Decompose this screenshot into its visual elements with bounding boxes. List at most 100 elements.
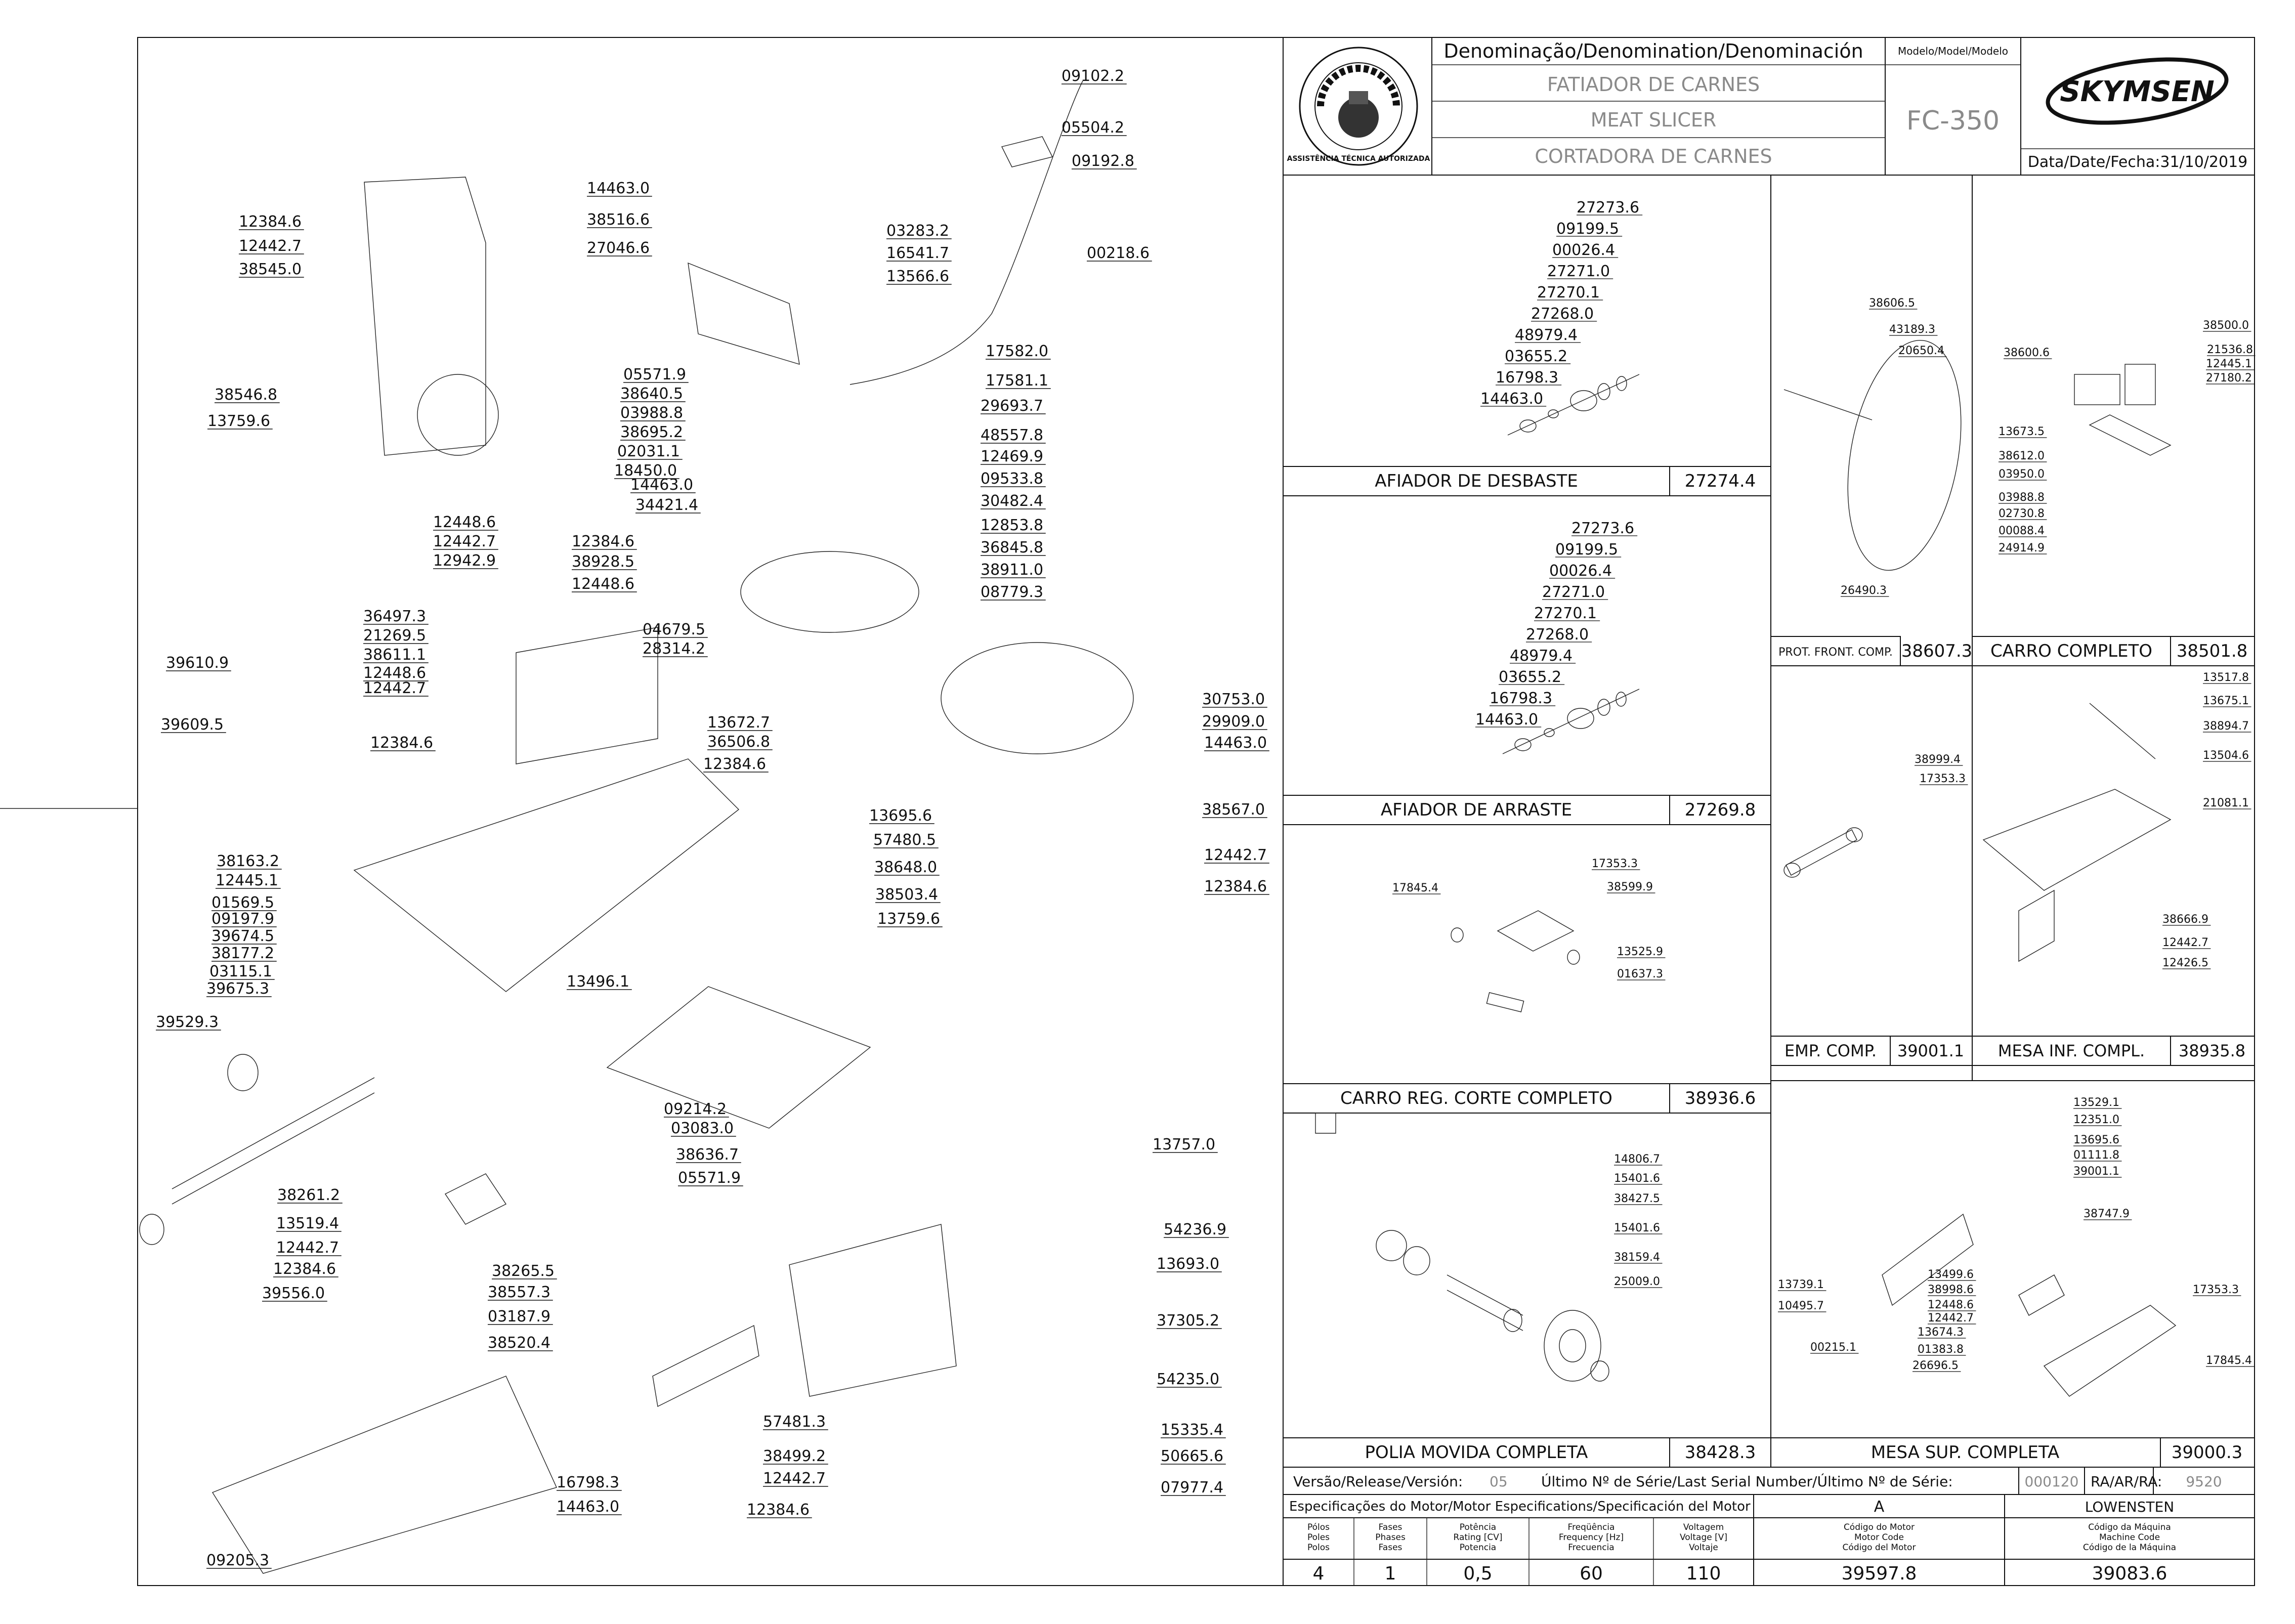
callout-38648.0: 38648.0: [874, 859, 940, 876]
callout-12384.6: 12384.6: [239, 213, 304, 231]
assembly-title-polia: POLIA MOVIDA COMPLETA: [1365, 1442, 1588, 1463]
part-polia-25009.0: 25009.0: [1614, 1275, 1663, 1288]
motor-column-value: 110: [1686, 1563, 1721, 1584]
callout-label: 05571.9: [678, 1169, 741, 1187]
cut-carriage-drawing: [1451, 910, 1580, 1012]
callout-03115.1: 03115.1: [209, 963, 275, 980]
part-label: 13529.1: [2073, 1096, 2119, 1109]
part-label: 38606.5: [1869, 297, 1915, 310]
product-name-es: CORTADORA DE CARNES: [1535, 145, 1772, 167]
callout-label: 12384.6: [273, 1260, 336, 1278]
part-label: 13674.3: [1918, 1326, 1964, 1339]
part-label: 27268.0: [1531, 305, 1594, 323]
motor-column-header: Poles: [1307, 1532, 1330, 1543]
callout-label: 13695.6: [869, 807, 932, 825]
callout-label: 12384.6: [747, 1501, 810, 1519]
motor-column-header: Machine Code: [2099, 1532, 2160, 1543]
callout-13759.6: 13759.6: [207, 412, 273, 430]
callout-label: 09205.3: [206, 1552, 269, 1569]
part-label: 24914.9: [1999, 542, 2045, 554]
part-label: 17353.3: [2193, 1284, 2239, 1296]
part-afiador_arraste-27271.0: 27271.0: [1542, 583, 1608, 601]
callout-15335.4: 15335.4: [1161, 1421, 1226, 1439]
part-carro_completo-27180.2: 27180.2: [2206, 372, 2255, 384]
part-carro_reg-38599.9: 38599.9: [1607, 881, 1655, 893]
part-mesa_inf-12426.5: 12426.5: [2162, 957, 2211, 969]
callout-label: 38516.6: [587, 211, 650, 229]
callout-13757.0: 13757.0: [1153, 1136, 1218, 1153]
part-mesa_inf-21081.1: 21081.1: [2203, 797, 2251, 809]
part-label: 00026.4: [1549, 562, 1612, 580]
part-polia-38427.5: 38427.5: [1614, 1192, 1663, 1205]
part-carro_reg-13525.9: 13525.9: [1617, 946, 1666, 958]
callout-38261.2: 38261.2: [277, 1186, 343, 1204]
callout-09205.3: 09205.3: [206, 1552, 272, 1569]
callout-29909.0: 29909.0: [1202, 713, 1267, 731]
callout-38163.2: 38163.2: [217, 852, 282, 870]
part-label: 13673.5: [1999, 425, 2045, 438]
callout-05571.9: 05571.9: [623, 366, 689, 383]
motor-column-header: Código de la Máquina: [2083, 1543, 2176, 1553]
callout-label: 38636.7: [676, 1146, 739, 1164]
callout-38611.1: 38611.1: [363, 646, 429, 664]
callout-label: 38567.0: [1202, 801, 1265, 819]
part-label: 09199.5: [1556, 220, 1619, 238]
part-label: 01111.8: [2073, 1149, 2119, 1162]
part-afiador_desbaste-14463.0: 14463.0: [1480, 390, 1547, 408]
assembly-title-prot-front: PROT. FRONT. COMP.: [1778, 646, 1893, 659]
assembly-title-afiador-arraste: AFIADOR DE ARRASTE: [1381, 800, 1572, 820]
motor-column-header: Freqüência: [1568, 1522, 1615, 1532]
upper-table-drawing: [1882, 1213, 2177, 1397]
part-afiador_arraste-16798.3: 16798.3: [1490, 690, 1556, 707]
assembly-code-prot-front: 38607.3: [1901, 641, 1973, 661]
motor-column-header: Código da Máquina: [2088, 1522, 2171, 1532]
part-mesa_sup-13529.1: 13529.1: [2073, 1096, 2122, 1109]
title-block: ASSISTÊNCIA TÉCNICA AUTORIZADA Denominaç…: [1283, 37, 2255, 176]
part-label: 16798.3: [1490, 690, 1552, 707]
callout-label: 27046.6: [587, 239, 650, 257]
part-label: 15401.6: [1614, 1172, 1660, 1185]
callout-label: 01569.5: [211, 894, 274, 912]
callout-12384.6: 12384.6: [703, 755, 769, 773]
brand-logo: SKYMSEN: [2046, 57, 2229, 125]
part-mesa_sup-13695.6: 13695.6: [2073, 1134, 2122, 1146]
callout-14463.0: 14463.0: [1204, 734, 1269, 752]
motor-column-value: 0,5: [1463, 1563, 1492, 1584]
part-label: 12442.7: [1928, 1312, 1974, 1324]
sheet-border: [137, 37, 2255, 1586]
part-carro_completo-38600.6: 38600.6: [2004, 347, 2052, 359]
motor-column-header: Polos: [1307, 1543, 1330, 1553]
part-label: 15401.6: [1614, 1222, 1660, 1234]
callout-label: 39675.3: [206, 980, 269, 998]
part-afiador_desbaste-03655.2: 03655.2: [1505, 348, 1571, 365]
callout-label: 48557.8: [981, 426, 1043, 444]
part-mesa_inf-13675.1: 13675.1: [2203, 695, 2251, 707]
assembly-title-afiador-desbaste: AFIADOR DE DESBASTE: [1375, 471, 1578, 491]
part-mesa_sup-17353.3: 17353.3: [2193, 1284, 2241, 1296]
callout-label: 12384.6: [572, 533, 634, 550]
callout-48557.8: 48557.8: [981, 426, 1046, 444]
callout-label: 29693.7: [981, 397, 1043, 415]
callout-label: 30753.0: [1202, 691, 1265, 708]
part-carro_completo-38612.0: 38612.0: [1999, 450, 2047, 462]
callout-38546.8: 38546.8: [215, 386, 280, 404]
callout-38640.5: 38640.5: [620, 385, 686, 403]
part-mesa_inf-38666.9: 38666.9: [2162, 913, 2211, 926]
part-carro_reg-17353.3: 17353.3: [1592, 858, 1640, 870]
authorized-service-seal: ASSISTÊNCIA TÉCNICA AUTORIZADA: [1287, 47, 1430, 166]
callout-13693.0: 13693.0: [1157, 1255, 1222, 1273]
callout-label: 12448.6: [572, 575, 634, 593]
motor-spec-columns: PólosPolesPolos4FasesPhasesFases1Potênci…: [1307, 1522, 2176, 1584]
part-label: 21081.1: [2203, 797, 2249, 809]
part-label: 39001.1: [2073, 1165, 2119, 1178]
callout-39609.5: 39609.5: [161, 716, 226, 734]
callout-36845.8: 36845.8: [981, 539, 1046, 557]
callout-12442.7: 12442.7: [433, 533, 498, 550]
main-exploded-view: [139, 80, 1336, 1574]
callout-03988.8: 03988.8: [620, 404, 686, 422]
serial-value: 000120: [2025, 1473, 2079, 1490]
callout-label: 38499.2: [763, 1447, 826, 1465]
